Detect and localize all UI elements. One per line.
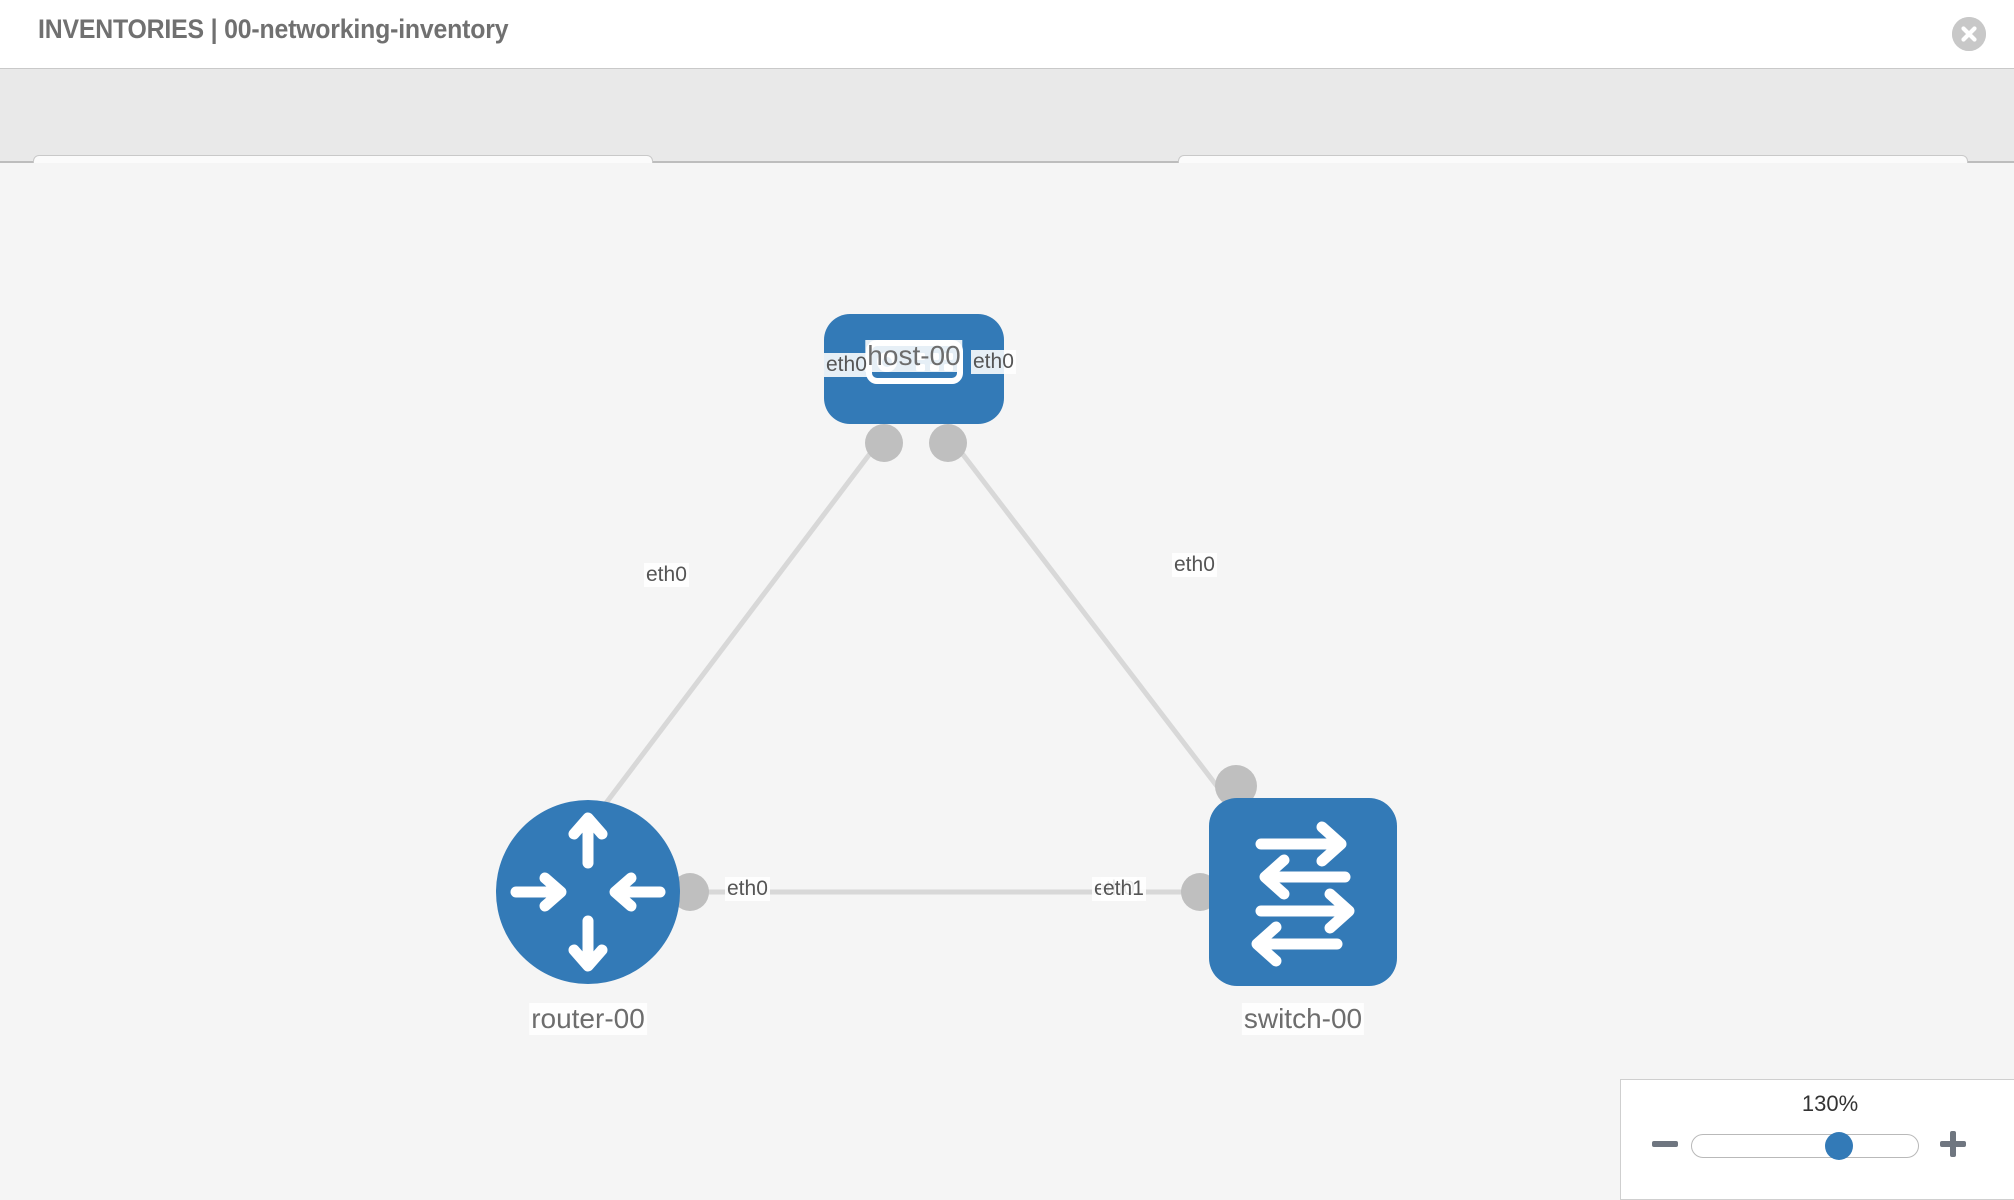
node-label-router-00: router-00 [529,1003,647,1035]
page-title: INVENTORIES | 00-networking-inventory [38,14,509,44]
link-host00-router00[interactable] [598,433,886,813]
iface-label-switch00-eth1: eth1 [1101,877,1146,901]
zoom-slider-handle[interactable] [1825,1132,1853,1160]
connector-host00-left[interactable] [865,424,903,462]
node-switch-00[interactable] [1209,798,1397,986]
node-router-00[interactable] [496,800,680,984]
iface-label-router00-uplink: eth0 [644,563,689,587]
close-icon[interactable] [1952,17,1986,51]
zoom-control-panel: 130% [1620,1079,2014,1200]
zoom-slider-track[interactable] [1691,1134,1919,1158]
switch-arrows-icon [1251,821,1355,967]
topology-canvas[interactable]: host-00 router-00 switch-00 eth0 eth0 et… [0,163,2014,1200]
router-arrows-icon [510,812,666,972]
minus-icon[interactable] [1649,1128,1681,1160]
topology-graph[interactable] [0,163,2014,1200]
zoom-percent-label: 130% [1801,1091,1859,1116]
connector-switch00-top[interactable] [1215,765,1257,807]
toolbar: ACTIONS SEARCH [0,68,2014,209]
connector-group [671,424,1257,911]
iface-label-switch00-uplink: eth0 [1172,553,1217,577]
zoom-slider[interactable] [1691,1132,1919,1160]
title-bar: INVENTORIES | 00-networking-inventory [0,0,2014,68]
connector-host00-right[interactable] [929,424,967,462]
iface-label-host00-left: eth0 [824,353,869,377]
iface-label-host00-right: eth0 [971,350,1016,374]
iface-label-router00-eth0: eth0 [725,877,770,901]
node-label-switch-00: switch-00 [1241,1003,1365,1035]
node-label-host-00: host-00 [865,340,963,372]
link-host00-switch00[interactable] [946,433,1238,813]
connector-router00-right[interactable] [671,873,709,911]
link-group [598,433,1238,895]
plus-icon[interactable] [1937,1128,1969,1160]
